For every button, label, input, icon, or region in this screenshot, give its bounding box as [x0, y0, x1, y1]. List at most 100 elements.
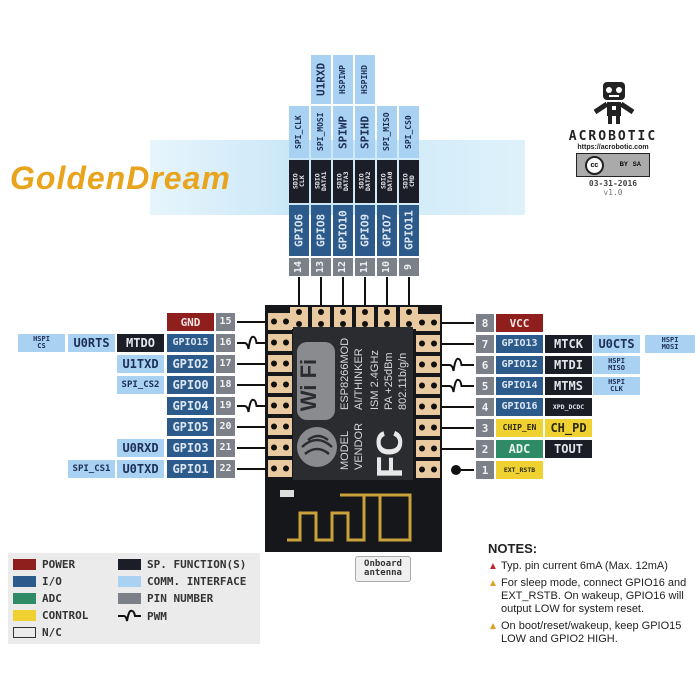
pin-17-label: GPIO2 [167, 355, 214, 373]
solder-pad [416, 398, 440, 415]
pin-4-label: GPIO16 [496, 398, 543, 416]
legend-swatch [118, 559, 141, 570]
pcb-antenna [287, 493, 412, 542]
pin-11-label: GPIO9 [355, 205, 375, 256]
brand-date: 03-31-2016 [588, 179, 638, 188]
pin-20-label: GPIO5 [167, 418, 214, 436]
fcc-logo: FC [369, 430, 410, 478]
cc-license-badge: cc BY SA [576, 153, 650, 177]
pin-7-label: MTCK [545, 335, 592, 353]
pin-14-label: GPIO6 [289, 205, 309, 256]
pin-10-label: SDIO DATA0 [377, 160, 397, 203]
model-label: MODEL [339, 431, 351, 470]
pin-22-label: SPI_CS1 [68, 460, 115, 478]
solder-pad [356, 307, 374, 329]
legend-label: N/C [42, 626, 62, 639]
pin-21-label: GPIO3 [167, 439, 214, 457]
legend-item-power: POWER [13, 558, 75, 571]
pin-1-label: EXT_RSTB [496, 461, 543, 479]
pin-number-19: 19 [216, 397, 235, 415]
note-text: Typ. pin current 6mA (Max. 12mA) [501, 560, 668, 572]
pin-number-21: 21 [216, 439, 235, 457]
pin-number-3: 3 [476, 419, 494, 437]
legend-swatch [118, 576, 141, 587]
pin-11-label: SPIHD [355, 106, 375, 158]
spec-ism: ISM 2.4GHz [369, 350, 381, 410]
pin-7-label: U0CTS [593, 335, 640, 353]
brand-version: v1.0 [603, 188, 623, 197]
pin-number-17: 17 [216, 355, 235, 373]
pin-4-label: XPD_DCDC [545, 398, 592, 416]
pin-22-label: GPIO1 [167, 460, 214, 478]
solder-pad [268, 418, 292, 435]
warning-icon: ▲ [488, 561, 498, 572]
solder-pad [416, 419, 440, 436]
solder-pad [400, 307, 418, 329]
robot-icon [593, 82, 635, 124]
pin-12-label: HSPIWP [333, 55, 353, 104]
note-item: ▲Typ. pin current 6mA (Max. 12mA) [488, 560, 698, 573]
pwm-icon [441, 357, 474, 372]
pin-9-label: GPIO11 [399, 205, 419, 256]
wifi-logo-text: Wi Fi [296, 359, 321, 411]
solder-pad [312, 307, 330, 329]
pin-10-label: GPIO7 [377, 205, 397, 256]
pin-12-label: GPIO10 [333, 205, 353, 256]
note-text: For sleep mode, connect GPIO16 and EXT_R… [501, 577, 687, 615]
legend-item-comm: COMM. INTERFACE [118, 575, 246, 588]
vendor-value: AI/THINKER [353, 348, 365, 410]
pin-16-label: HSPI CS [18, 334, 65, 352]
solder-pad [416, 461, 440, 478]
pin-13-label: SPI_MOSI [311, 106, 331, 158]
pin-5-label: MTMS [545, 377, 592, 395]
antenna-callout: Onboard antenna [355, 556, 411, 582]
pin-16-label: GPIO15 [167, 334, 214, 352]
legend-item-io: I/O [13, 575, 62, 588]
legend-swatch [13, 593, 36, 604]
pin-number-12: 12 [333, 258, 353, 276]
legend-label: PIN NUMBER [147, 592, 214, 605]
led [280, 490, 294, 497]
warning-icon: ▲ [488, 621, 498, 632]
pin-number-9: 9 [399, 258, 419, 276]
solder-pad [268, 355, 292, 372]
pin-number-20: 20 [216, 418, 235, 436]
legend-label: SP. FUNCTION(S) [147, 558, 247, 571]
pin-13-label: GPIO8 [311, 205, 331, 256]
legend-label: ADC [42, 592, 62, 605]
wifi-logo [297, 342, 335, 420]
legend-item-pwm: PWM [118, 609, 167, 623]
pin-6-label: HSPI MISO [593, 356, 640, 374]
pin-19-label: GPIO4 [167, 397, 214, 415]
legend-swatch [13, 576, 36, 587]
brand-url[interactable]: https://acrobotic.com [577, 144, 649, 151]
pin-18-label: GPIO0 [167, 376, 214, 394]
pin-number-8: 8 [476, 314, 494, 332]
note-item: ▲On boot/reset/wakeup, keep GPIO15 LOW a… [488, 620, 698, 646]
cc-icon: cc [584, 155, 604, 175]
pwm-icon [237, 335, 268, 350]
pin-number-16: 16 [216, 334, 235, 352]
legend-item-sp: SP. FUNCTION(S) [118, 558, 246, 571]
pin-number-14: 14 [289, 258, 309, 276]
license-label: BY SA [619, 162, 642, 168]
pin-6-label: GPIO12 [496, 356, 543, 374]
pin-3-label: CHIP_EN [496, 419, 543, 437]
solder-pad [334, 307, 352, 329]
pin-number-1: 1 [476, 461, 494, 479]
legend-item-nc: N/C [13, 626, 62, 639]
legend-swatch [13, 627, 36, 638]
pin-12-label: SPIWP [333, 106, 353, 158]
pin-number-7: 7 [476, 335, 494, 353]
pin-10-label: SPI_MISO [377, 106, 397, 158]
pin-3-label: CH_PD [545, 419, 592, 437]
legend-swatch [13, 610, 36, 621]
pin-7-label: HSPI MOSI [645, 335, 695, 353]
pin-13-label: U1RXD [311, 55, 331, 104]
solder-pad [416, 314, 440, 331]
solder-pad [416, 335, 440, 352]
model-value: ESP8266MOD [339, 338, 351, 410]
pin-14-label: SPI_CLK [289, 106, 309, 158]
